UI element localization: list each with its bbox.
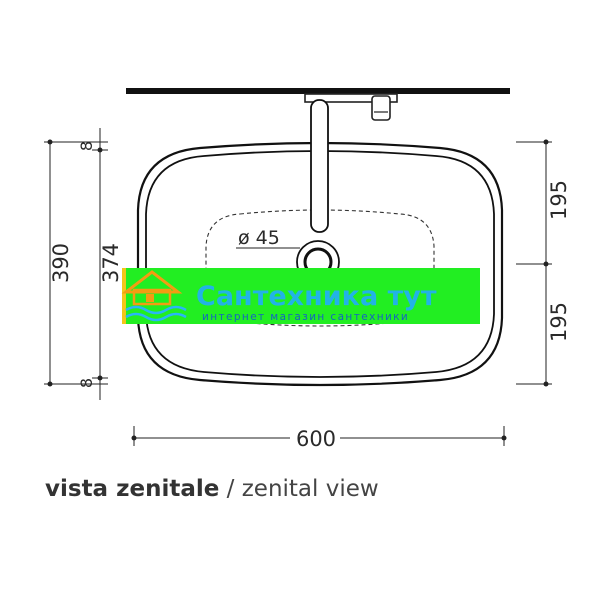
watermark: Сантехника тут интернет магазин сантехни…	[121, 268, 480, 324]
dim-tick-right-top	[543, 139, 549, 145]
countertop-bar	[126, 88, 510, 94]
watermark-band-edge	[122, 268, 126, 324]
dim-label-600: 600	[296, 427, 336, 451]
tap-body	[304, 93, 398, 103]
dim-label-8-bottom: 8	[77, 378, 96, 388]
dim-label-8-top: 8	[77, 141, 96, 151]
dim-label-374: 374	[99, 243, 123, 283]
house-logo-icon	[121, 270, 187, 322]
view-caption: vista zenitale / zenital view	[45, 476, 379, 502]
dim-label-600-bg	[290, 426, 340, 450]
tap-knob	[371, 95, 391, 121]
drain-diameter-label: ø 45	[238, 227, 280, 249]
spout-arm	[310, 99, 329, 233]
caption-secondary: zenital view	[241, 476, 379, 502]
dim-tick-right-mid	[543, 261, 549, 267]
dim-label-390: 390	[49, 243, 73, 283]
watermark-title: Сантехника тут	[196, 281, 437, 312]
dim-label-195-bottom: 195	[547, 302, 571, 342]
dim-tick-390-top	[47, 139, 53, 145]
caption-separator: /	[219, 476, 242, 502]
dim-tick-600-right	[501, 435, 507, 441]
watermark-subtitle: интернет магазин сантехники	[202, 311, 409, 323]
caption-primary: vista zenitale	[45, 476, 220, 502]
dim-tick-600-left	[131, 435, 137, 441]
dim-label-195-top: 195	[547, 180, 571, 220]
dim-tick-right-bottom	[543, 381, 549, 387]
dim-tick-390-bottom	[47, 381, 53, 387]
